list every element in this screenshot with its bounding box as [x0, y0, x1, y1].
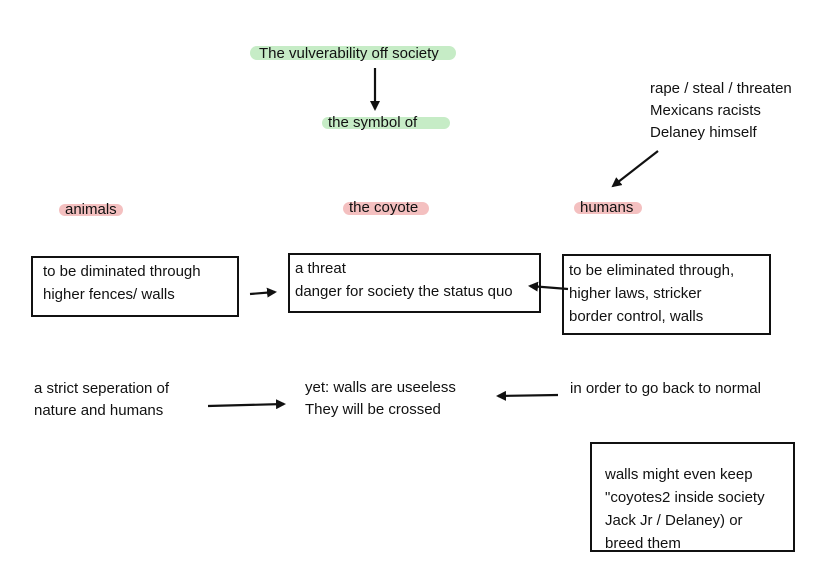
arrow-humans-to-coyote — [528, 281, 569, 292]
arrow-animals-to-coyote — [249, 287, 277, 298]
coyote-box-line: danger for society the status quo — [295, 283, 513, 300]
symbol-label: the symbol of — [328, 114, 418, 131]
coyote-box-line: a threat — [295, 260, 346, 277]
humans-box-line: higher laws, stricker — [569, 285, 702, 302]
coyote-box: a threat danger for society the status q… — [288, 253, 541, 313]
bottom-left-text: a strict seperation of nature and humans — [34, 378, 169, 422]
title-highlight — [250, 46, 456, 60]
animals-box: to be diminated through higher fences/ w… — [31, 256, 239, 317]
column-humans: humans — [580, 199, 634, 216]
animals-box-line: higher fences/ walls — [43, 286, 175, 303]
note-box-line: breed them — [605, 535, 681, 552]
note-box-line: "coyotes2 inside society — [605, 489, 765, 506]
column-animals: animals — [65, 201, 117, 218]
humans-highlight — [574, 202, 642, 214]
arrow-right-to-center — [496, 390, 559, 401]
side-note-line: Delaney himself — [650, 124, 757, 141]
arrow-note-to-humans — [611, 150, 659, 188]
animals-highlight — [59, 204, 123, 216]
humans-box: to be eliminated through, higher laws, s… — [562, 254, 771, 335]
note-box: walls might even keep "coyotes2 inside s… — [590, 442, 795, 552]
bottom-left-line: a strict seperation of — [34, 380, 170, 397]
arrow-left-to-center — [207, 399, 286, 410]
bottom-left-line: nature and humans — [34, 402, 164, 419]
humans-box-line: to be eliminated through, — [569, 262, 735, 279]
animals-box-line: to be diminated through — [43, 263, 201, 280]
coyote-highlight — [343, 202, 429, 215]
symbol-highlight — [322, 117, 450, 129]
bottom-center-line: They will be crossed — [305, 401, 441, 418]
note-box-line: Jack Jr / Delaney) or — [605, 512, 743, 529]
side-note-line: rape / steal / threaten — [650, 80, 792, 97]
bottom-center-line: yet: walls are useeless — [305, 379, 456, 396]
note-box-line: walls might even keep — [605, 466, 753, 483]
side-note-line: Mexicans racists — [650, 102, 761, 119]
humans-box-line: border control, walls — [569, 308, 704, 325]
side-note: rape / steal / threaten Mexicans racists… — [650, 78, 792, 144]
diagram-title: The vulverability off society — [259, 45, 439, 62]
bottom-center-text: yet: walls are useeless They will be cro… — [305, 377, 456, 421]
column-coyote: the coyote — [349, 199, 419, 216]
bottom-right-text: in order to go back to normal — [570, 380, 761, 397]
